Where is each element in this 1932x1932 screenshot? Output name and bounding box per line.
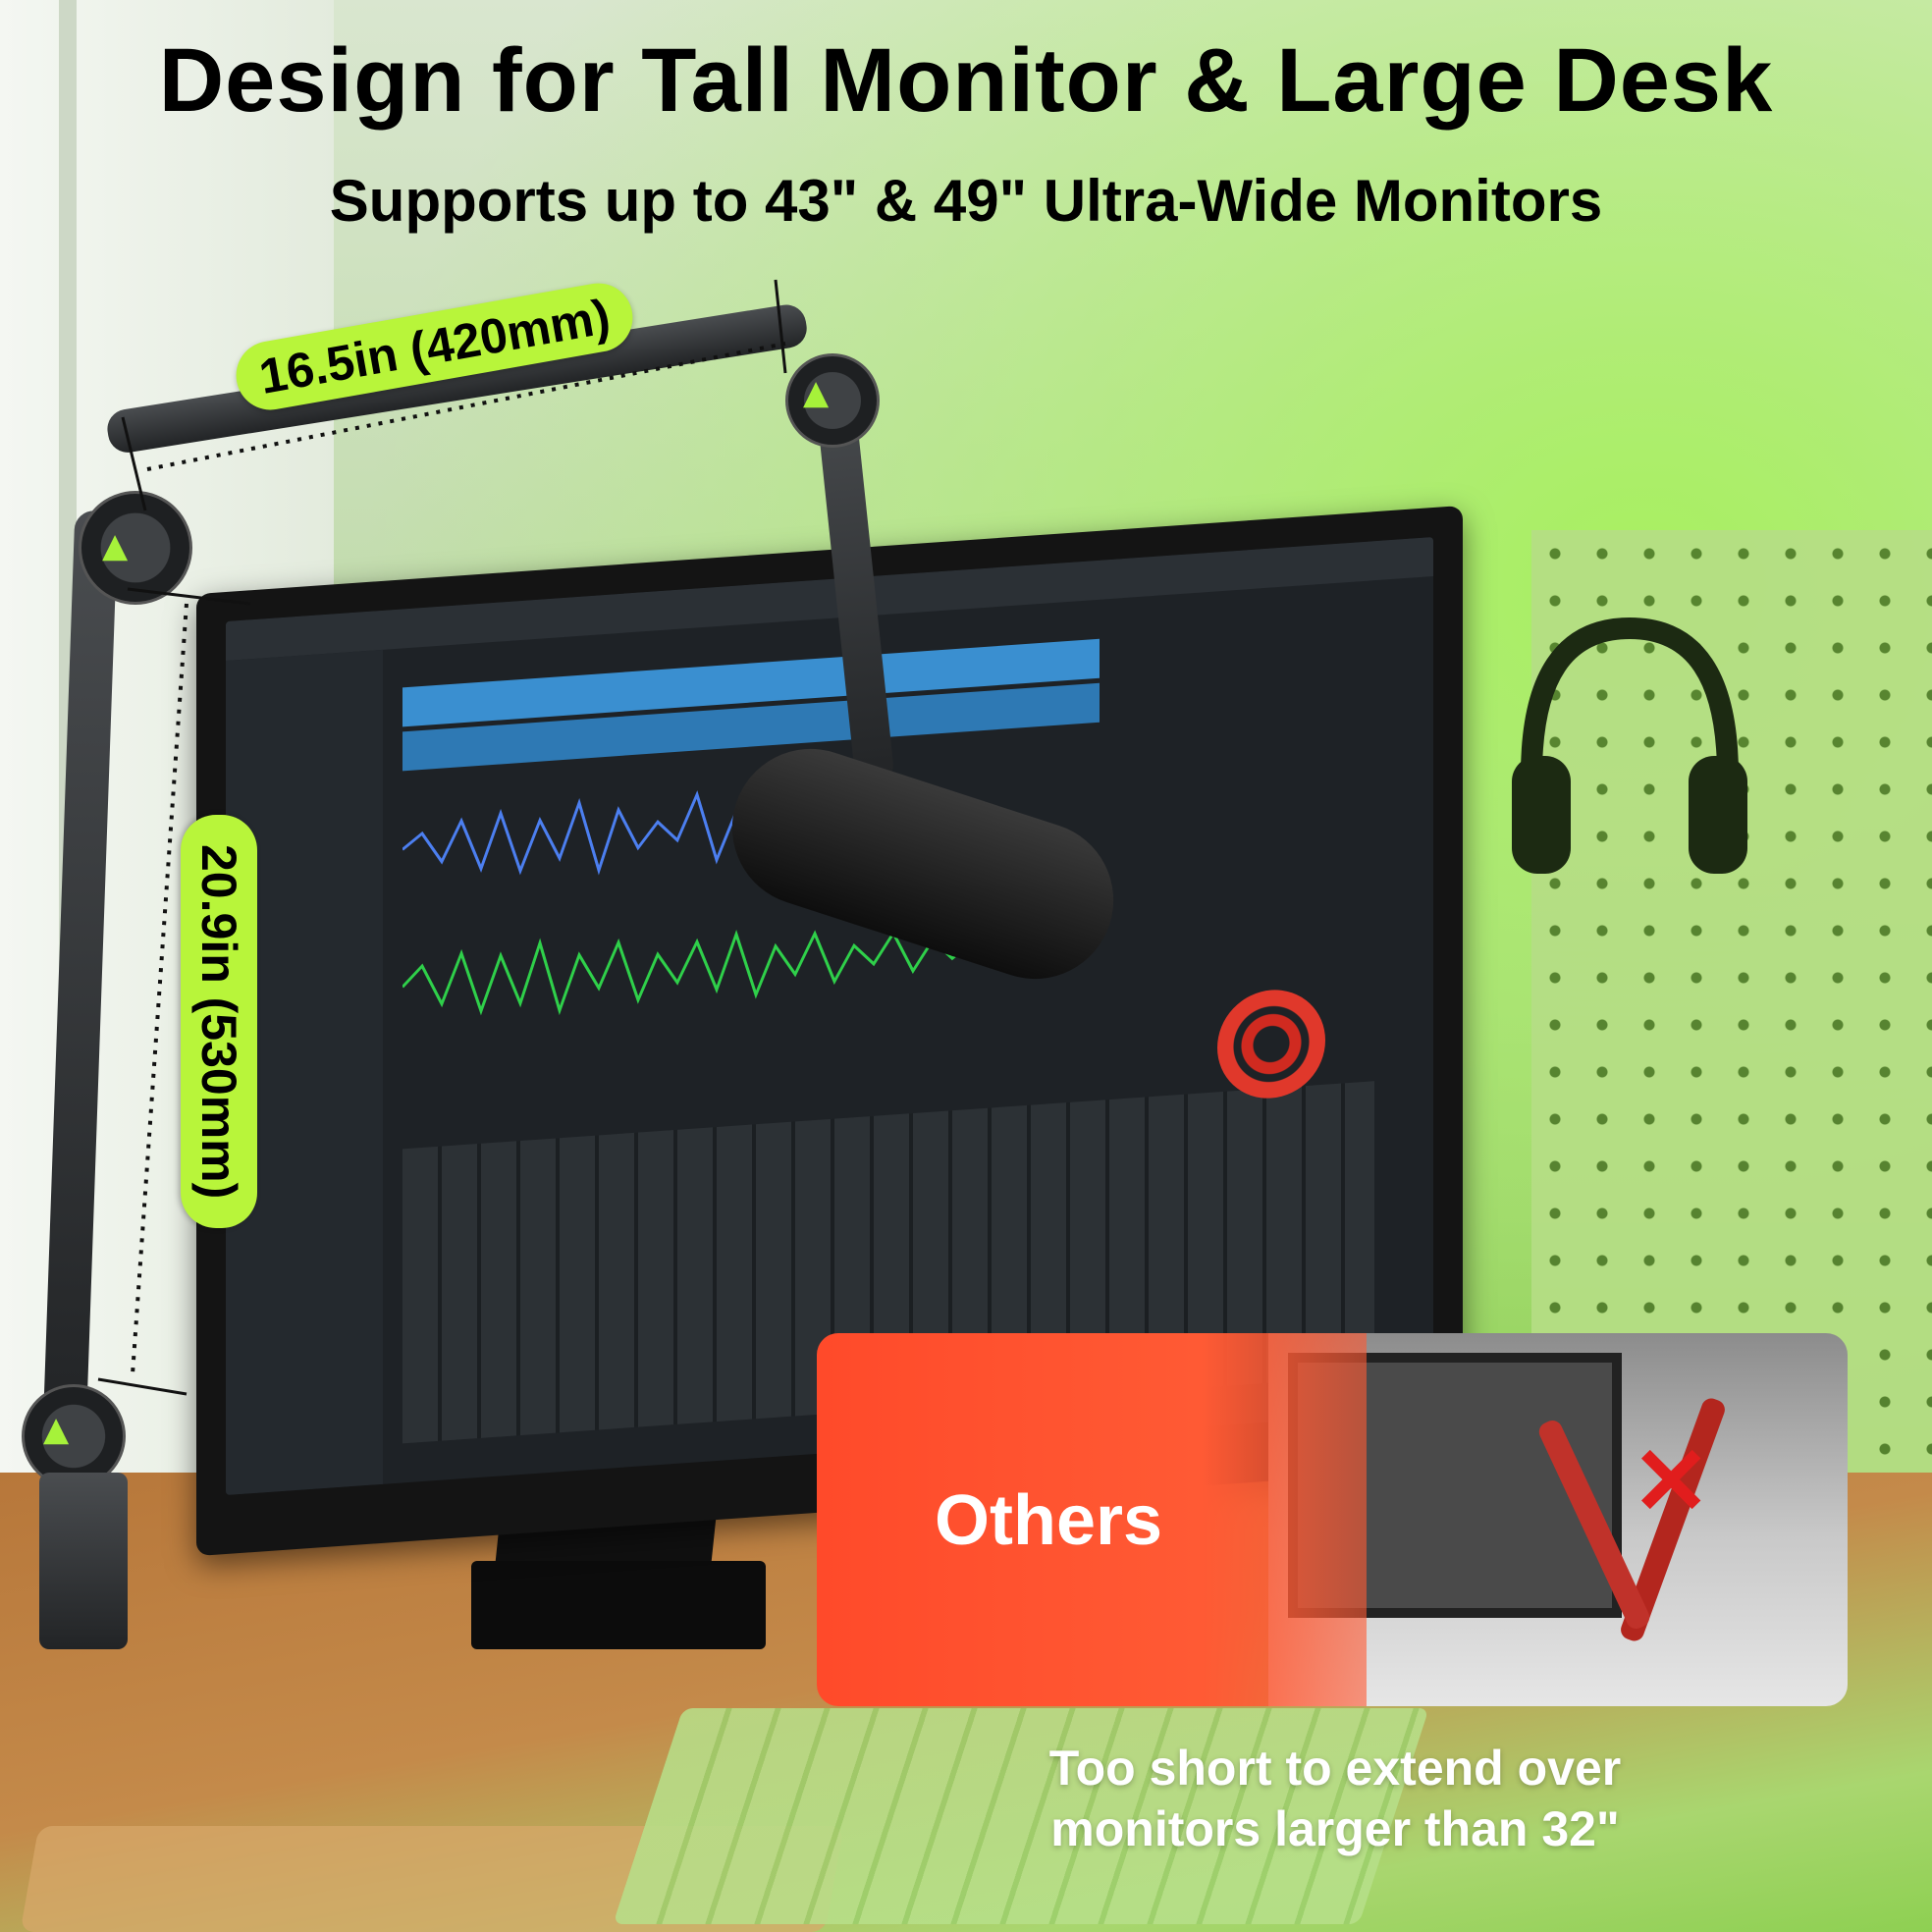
headphones-icon <box>1512 617 1747 874</box>
brand-logo-icon: ▲ <box>102 526 129 565</box>
page-subtitle: Supports up to 43" & 49" Ultra-Wide Moni… <box>329 168 1603 234</box>
comparison-red-overlay <box>817 1333 1367 1706</box>
caption-line-1: Too short to extend over <box>1048 1741 1622 1796</box>
joint-knob <box>785 353 880 448</box>
comparison-panel: ✕ Others <box>817 1333 1848 1706</box>
caption-line-2: monitors larger than 32" <box>1050 1801 1620 1856</box>
desk-clamp <box>39 1473 128 1649</box>
pegboard <box>1531 530 1932 1473</box>
page-title: Design for Tall Monitor & Large Desk <box>158 30 1774 131</box>
others-label: Others <box>935 1481 1163 1560</box>
brand-logo-icon: ▲ <box>43 1410 70 1449</box>
comparison-caption: Too short to extend over monitors larger… <box>923 1738 1747 1859</box>
joint-knob <box>79 491 192 605</box>
joint-knob <box>22 1384 126 1488</box>
monitor-stand-base <box>471 1561 766 1649</box>
vertical-length-label: 20.9in (530mm) <box>181 815 257 1229</box>
brand-logo-icon: ▲ <box>803 373 830 412</box>
reject-x-icon: ✕ <box>1632 1429 1711 1534</box>
